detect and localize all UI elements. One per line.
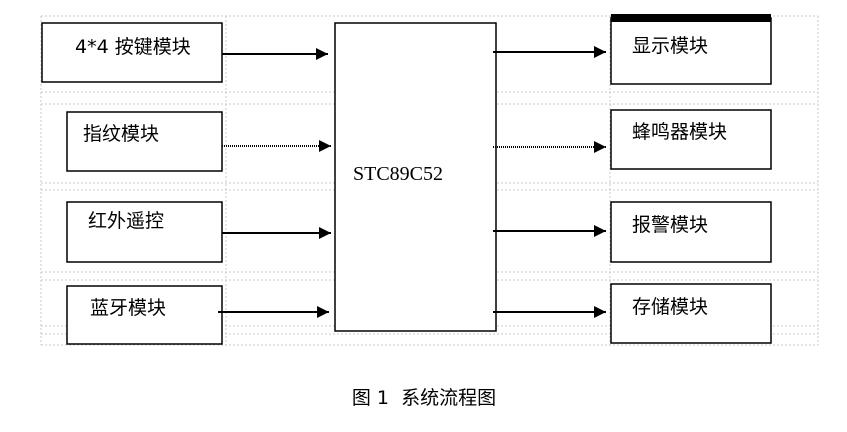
input-arrows [218,48,331,318]
display-module-top-bar [611,14,771,22]
output-module-buzzer: 蜂鸣器模块 [610,109,772,170]
output-module-buzzer-label: 蜂鸣器模块 [632,121,727,143]
input-module-fingerprint-label: 指纹模块 [83,123,159,145]
output-arrows [493,46,606,318]
input-module-bluetooth: 蓝牙模块 [66,285,223,345]
controller-mcu-label: STC89C52 [353,163,443,185]
input-module-bluetooth-label: 蓝牙模块 [90,297,166,319]
output-module-display-label: 显示模块 [632,35,708,57]
output-module-alarm: 报警模块 [610,201,772,263]
input-module-keypad: 4*4 按键模块 [41,22,223,83]
input-module-infrared: 红外遥控 [66,201,223,263]
input-module-infrared-label: 红外遥控 [88,210,164,232]
output-module-display: 显示模块 [610,14,772,85]
controller-mcu: STC89C52 [334,22,497,332]
input-module-fingerprint: 指纹模块 [66,111,223,172]
figure-caption: 图 1 系统流程图 [352,387,496,409]
output-module-alarm-label: 报警模块 [632,214,708,236]
output-module-storage: 存储模块 [610,283,772,344]
output-module-storage-label: 存储模块 [632,296,708,318]
input-module-keypad-label: 4*4 按键模块 [75,36,191,58]
